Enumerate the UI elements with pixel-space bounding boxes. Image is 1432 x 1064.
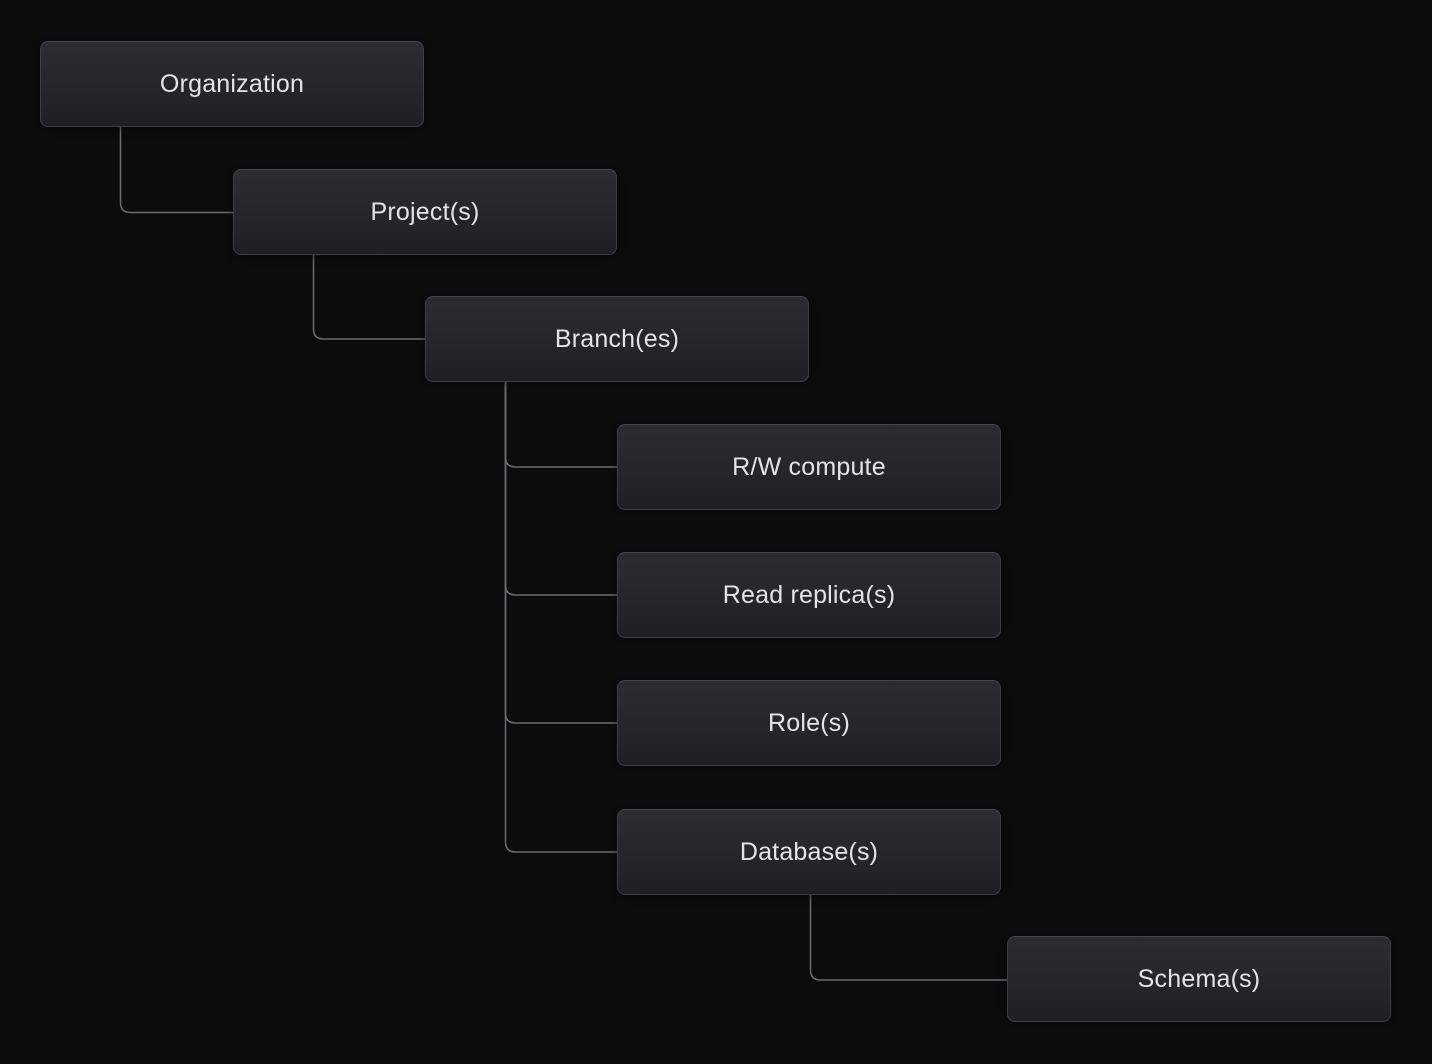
connector-branches-roles <box>504 382 617 724</box>
node-projects-label: Project(s) <box>370 197 480 226</box>
node-roles: Role(s) <box>617 680 1001 766</box>
node-organization: Organization <box>40 41 424 127</box>
node-organization-label: Organization <box>159 69 305 98</box>
node-read-replicas-label: Read replica(s) <box>722 580 896 609</box>
connector-databases-schemas <box>809 895 1007 981</box>
connector-organization-projects <box>119 127 233 214</box>
node-branches: Branch(es) <box>425 296 809 382</box>
node-schemas-label: Schema(s) <box>1137 964 1261 993</box>
node-databases-label: Database(s) <box>739 837 879 866</box>
node-read-replicas: Read replica(s) <box>617 552 1001 638</box>
node-rw-compute: R/W compute <box>617 424 1001 510</box>
connector-branches-rw-compute <box>504 382 617 468</box>
connector-projects-branches <box>312 255 425 340</box>
node-branches-label: Branch(es) <box>554 324 680 353</box>
connector-branches-read-replicas <box>504 382 617 596</box>
node-roles-label: Role(s) <box>768 708 850 737</box>
connector-branches-databases <box>504 382 617 853</box>
node-databases: Database(s) <box>617 809 1001 895</box>
node-projects: Project(s) <box>233 169 617 255</box>
node-schemas: Schema(s) <box>1007 936 1391 1022</box>
node-rw-compute-label: R/W compute <box>732 452 886 481</box>
